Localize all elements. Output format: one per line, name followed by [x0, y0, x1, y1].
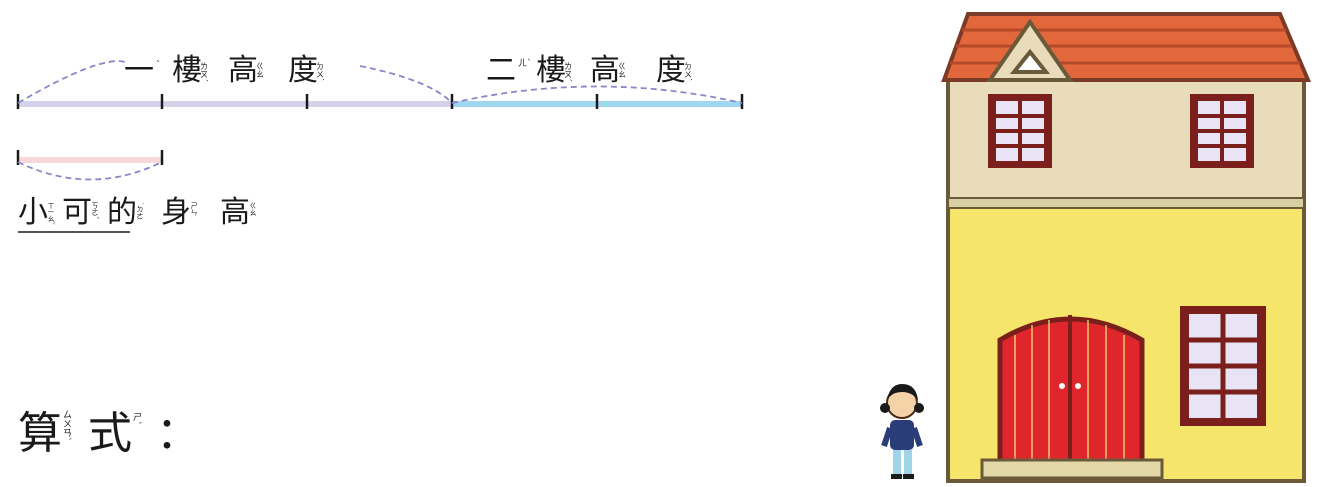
formula-char-1: 算: [18, 408, 62, 459]
height-char-2: 可: [62, 195, 92, 230]
height-zhuyin-3: ˙ㄉㄜ: [136, 202, 144, 220]
height-zhuyin-4: ㄕㄣ: [190, 202, 198, 217]
floor2-brace: [451, 85, 743, 104]
height-bar: [18, 157, 162, 163]
formula-zhuyin-2: ㄕˋ: [131, 412, 142, 426]
formula-colon: ：: [156, 408, 200, 459]
floor1-char-3: 高: [228, 53, 258, 88]
height-char-3: 的: [107, 195, 137, 230]
bar-ticks: [16, 94, 744, 109]
floor1-char-4: 度: [288, 53, 318, 88]
floor2-zhuyin-2: ㄌㄡˊ: [564, 62, 574, 82]
floor2-zhuyin-1: ㄦˋ: [518, 58, 532, 69]
formula-zhuyin-1: ㄙㄨㄢˋ: [61, 410, 72, 442]
floor1-brace: [17, 60, 453, 104]
height-char-4: 身: [161, 195, 191, 230]
floor1-char-1: 一: [124, 53, 154, 88]
height-zhuyin-1: ㄒㄧㄠˇ: [47, 202, 55, 225]
floor1-char-2: 樓: [172, 53, 202, 88]
floor-divider: [947, 197, 1305, 209]
height-label: 小 ㄒㄧㄠˇ 可 ㄎㄜˇ 的 ˙ㄉㄜ 身 ㄕㄣ 高 ㄍㄠ: [18, 195, 257, 233]
floor2-label: 二 ㄦˋ 樓 ㄌㄡˊ 高 ㄍㄠ 度 ㄉㄨˋ: [486, 53, 694, 88]
floor2-char-3: 高: [590, 53, 620, 88]
height-zhuyin-2: ㄎㄜˇ: [91, 202, 99, 220]
height-char-5: 高: [220, 195, 250, 230]
gable-window: [1009, 48, 1051, 74]
floor1-zhuyin-4: ㄉㄨˋ: [316, 62, 326, 82]
floor1-zhuyin-3: ㄍㄠ: [256, 62, 265, 78]
floor2-char-1: 二: [486, 53, 516, 88]
house-illustration: [880, 12, 1312, 483]
floor1-zhuyin-1: ˋ: [156, 59, 161, 71]
lower-window: [1180, 306, 1266, 426]
floor1-bar: [18, 101, 452, 107]
floor2-char-4: 度: [656, 53, 686, 88]
bar-diagram: 一 ˋ 樓 ㄌㄡˊ 高 ㄍㄠ 度 ㄉㄨˋ 二 ㄦˋ 樓 ㄌㄡˊ 高 ㄍㄠ 度 ㄉ…: [16, 53, 744, 233]
floor2-char-2: 樓: [536, 53, 566, 88]
height-zhuyin-5: ㄍㄠ: [249, 202, 257, 216]
child-figure: [880, 384, 924, 479]
door-step: [980, 458, 1164, 480]
formula-char-2: 式: [88, 408, 132, 459]
height-brace: [17, 161, 163, 181]
floor2-zhuyin-3: ㄍㄠ: [618, 62, 627, 78]
floor1-label: 一 ˋ 樓 ㄌㄡˊ 高 ㄍㄠ 度 ㄉㄨˋ: [124, 53, 326, 88]
upper-window-left: [988, 94, 1052, 168]
upper-window-right: [1190, 94, 1254, 168]
height-char-1: 小: [18, 195, 48, 230]
formula-label: 算 ㄙㄨㄢˋ 式 ㄕˋ ：: [18, 408, 200, 459]
floor2-zhuyin-4: ㄉㄨˋ: [684, 62, 694, 82]
floor1-zhuyin-2: ㄌㄡˊ: [200, 62, 210, 82]
house-door: [997, 315, 1145, 465]
